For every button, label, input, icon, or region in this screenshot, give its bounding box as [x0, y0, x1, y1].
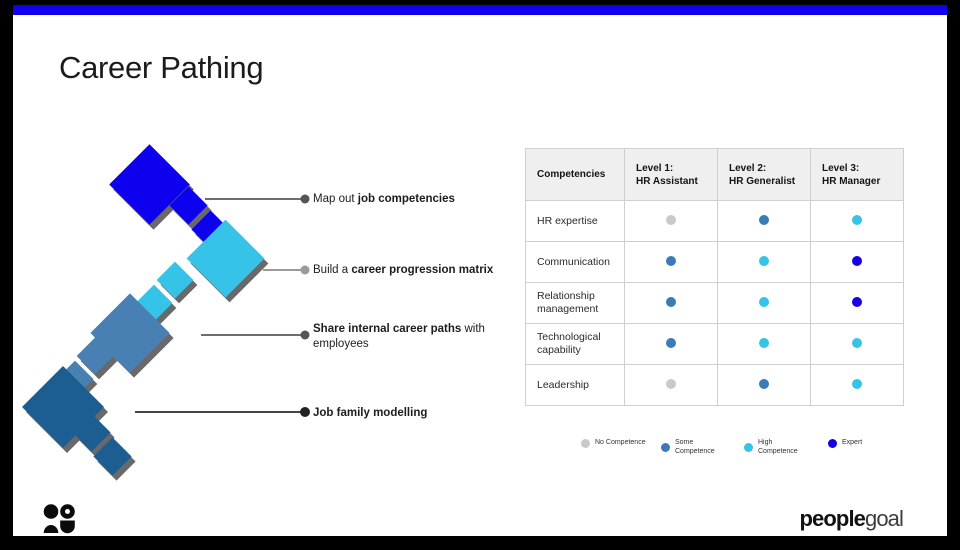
legend-dot-none	[581, 439, 590, 448]
bullet-item-3: Share internal career paths with employe…	[313, 322, 518, 351]
wordmark-light: goal	[865, 506, 904, 531]
table-row: Technological capability	[525, 323, 904, 365]
matrix-header-level-3: Level 3: HR Manager	[810, 148, 904, 201]
career-path-diagram	[13, 130, 513, 490]
competency-matrix-table: Competencies Level 1: HR Assistant Level…	[525, 148, 904, 406]
matrix-row-label: Technological capability	[525, 323, 625, 365]
bullet-2-bold: career progression matrix	[351, 264, 494, 276]
connector-dot-3	[300, 330, 310, 340]
matrix-cell-level-3[interactable]	[810, 282, 904, 324]
competency-dot-some	[759, 215, 769, 225]
legend-item-expert: Expert	[828, 439, 898, 448]
legend-label-some: Some Competence	[675, 439, 715, 455]
connector-dot-1	[300, 194, 310, 204]
matrix-cell-level-2[interactable]	[717, 323, 811, 365]
competency-matrix: Competencies Level 1: HR Assistant Level…	[525, 148, 904, 406]
header-2-line2: HR Generalist	[729, 175, 796, 187]
legend-item-high: High Competence	[744, 439, 814, 456]
table-row: HR expertise	[525, 200, 904, 242]
competency-legend: No Competence Some Competence High Compete…	[581, 439, 901, 467]
matrix-cell-level-2[interactable]	[717, 364, 811, 406]
header-1-line2: HR Assistant	[636, 175, 698, 187]
bullet-1-prefix: Map out	[313, 193, 358, 205]
competency-dot-some	[666, 338, 676, 348]
legend-dot-expert	[828, 439, 837, 448]
matrix-cell-level-1[interactable]	[624, 364, 718, 406]
bullet-2-prefix: Build a	[313, 264, 352, 276]
table-row: Leadership	[525, 364, 904, 406]
two-people-icon	[42, 504, 76, 534]
connector-dot-4	[300, 407, 310, 417]
header-3-line1: Level 3:	[822, 162, 860, 174]
slide-canvas: Career Pathing	[13, 15, 947, 536]
bullet-list: Map out job competencies Build a career …	[313, 130, 543, 490]
competency-dot-some	[759, 379, 769, 389]
matrix-cell-level-3[interactable]	[810, 323, 904, 365]
bullet-item-4: Job family modelling	[313, 406, 518, 421]
competency-dot-high	[852, 215, 862, 225]
bullet-4-bold: Job family modelling	[313, 407, 428, 419]
matrix-header-level-2: Level 2: HR Generalist	[717, 148, 811, 201]
competency-dot-none	[666, 215, 676, 225]
matrix-cell-level-1[interactable]	[624, 282, 718, 324]
legend-dot-high	[744, 443, 753, 452]
matrix-cell-level-1[interactable]	[624, 323, 718, 365]
legend-label-none: No Competence	[595, 439, 646, 447]
diamond-steps-svg	[21, 144, 310, 476]
competency-dot-high	[852, 338, 862, 348]
competency-dot-expert	[852, 256, 862, 266]
matrix-cell-level-2[interactable]	[717, 241, 811, 283]
page-title: Career Pathing	[59, 50, 264, 85]
matrix-cell-level-3[interactable]	[810, 200, 904, 242]
competency-dot-expert	[852, 297, 862, 307]
peoplegoal-wordmark: peoplegoal	[800, 506, 904, 532]
matrix-cell-level-1[interactable]	[624, 241, 718, 283]
matrix-cell-level-3[interactable]	[810, 241, 904, 283]
matrix-row-label: Leadership	[525, 364, 625, 406]
bullet-1-bold: job competencies	[357, 193, 455, 205]
table-row: Relationship management	[525, 282, 904, 324]
header-3-line2: HR Manager	[822, 175, 881, 187]
competency-dot-some	[666, 297, 676, 307]
diamond-group-step-2[interactable]	[135, 219, 265, 322]
competency-dot-none	[666, 379, 676, 389]
accent-top-bar	[13, 5, 947, 15]
header-2-line1: Level 2:	[729, 162, 767, 174]
diamond-group-step-1[interactable]	[109, 144, 230, 249]
competency-dot-high	[759, 338, 769, 348]
table-row: Communication	[525, 241, 904, 283]
matrix-row-label: Relationship management	[525, 282, 625, 324]
matrix-header-row: Competencies Level 1: HR Assistant Level…	[525, 148, 904, 201]
matrix-cell-level-3[interactable]	[810, 364, 904, 406]
header-1-line1: Level 1:	[636, 162, 674, 174]
legend-label-high: High Competence	[758, 439, 798, 455]
competency-dot-high	[852, 379, 862, 389]
legend-label-expert: Expert	[842, 439, 863, 447]
legend-dot-some	[661, 443, 670, 452]
matrix-cell-level-2[interactable]	[717, 282, 811, 324]
bullet-3-bold: Share internal career paths	[313, 323, 462, 335]
matrix-header-level-1: Level 1: HR Assistant	[624, 148, 718, 201]
competency-dot-some	[666, 256, 676, 266]
diamond-group-step-4[interactable]	[21, 365, 132, 476]
matrix-cell-level-2[interactable]	[717, 200, 811, 242]
bullet-item-1: Map out job competencies	[313, 192, 518, 207]
competency-dot-high	[759, 297, 769, 307]
legend-item-none: No Competence	[581, 439, 651, 448]
legend-item-some: Some Competence	[661, 439, 731, 456]
connector-dot-2	[300, 265, 310, 275]
competency-dot-high	[759, 256, 769, 266]
matrix-row-label: Communication	[525, 241, 625, 283]
bullet-3-suffix: with employees	[313, 323, 485, 350]
matrix-header-competencies: Competencies	[525, 148, 625, 201]
matrix-row-label: HR expertise	[525, 200, 625, 242]
matrix-cell-level-1[interactable]	[624, 200, 718, 242]
wordmark-bold: people	[799, 506, 866, 531]
header-0-line1: Competencies	[537, 169, 606, 180]
bullet-item-2: Build a career progression matrix	[313, 263, 518, 278]
